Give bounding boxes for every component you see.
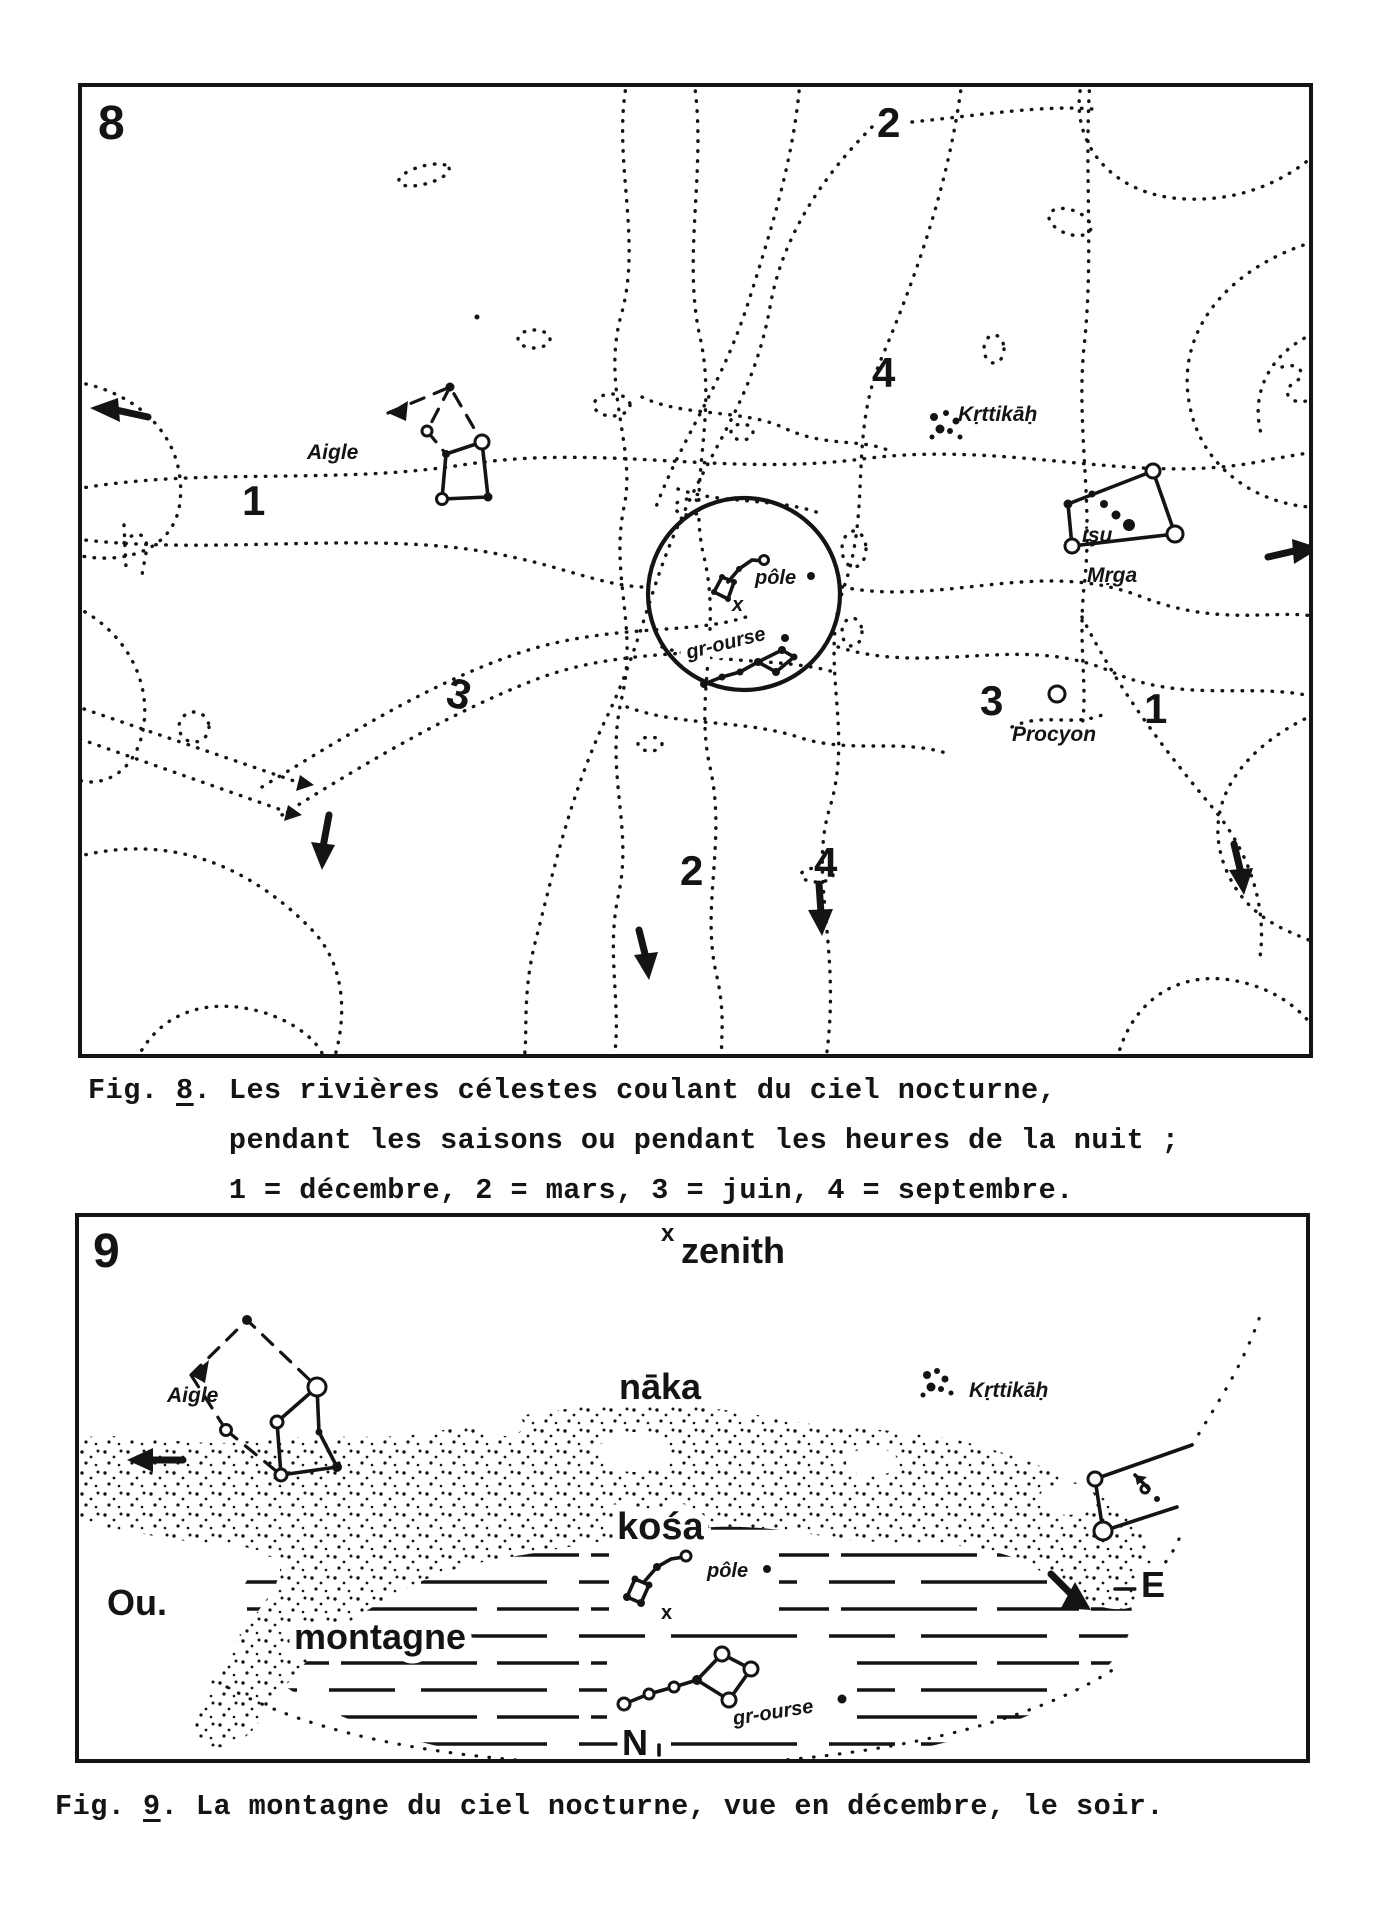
- star-label-isu: işu: [1082, 524, 1113, 547]
- star-label-krttikah: Kṛttikāḥ: [969, 1379, 1048, 1402]
- sky-label-montagne: montagne: [294, 1616, 466, 1657]
- flow-arrow-down-4-icon: [808, 880, 833, 936]
- band-dart2-icon: [284, 805, 302, 821]
- figure8-caption-line3: 1 = décembre, 2 = mars, 3 = juin, 4 = se…: [228, 1174, 1074, 1207]
- figure9-caption: Fig. 9. La montagne du ciel nocturne, vu…: [55, 1782, 1164, 1832]
- figure9-caption-label: Fig. 9.: [55, 1790, 196, 1823]
- river-label-4-upper: 4: [872, 349, 896, 396]
- milky-way-band: [79, 1404, 1155, 1748]
- figure8-drawing: 8 2 4 1 3 3 1 2 4 Aigle Kṛttikāḥ işu Mṛg…: [82, 87, 1309, 1054]
- flow-arrow-down-center-icon: [634, 926, 658, 980]
- figure8-frame: 8 2 4 1 3 3 1 2 4 Aigle Kṛttikāḥ işu Mṛg…: [78, 83, 1313, 1058]
- sky-label-west: Ou.: [107, 1582, 167, 1623]
- river-label-2-bottom: 2: [680, 847, 703, 894]
- river-label-2-top: 2: [877, 99, 900, 146]
- star-label-mrga: Mṛga: [1087, 564, 1137, 587]
- band-dart-icon: [296, 775, 314, 791]
- celestial-rivers: [82, 87, 1309, 1054]
- sky-label-kosa: kośa: [617, 1506, 704, 1548]
- river-label-1-left: 1: [242, 477, 265, 524]
- figure8-caption-number: 8: [176, 1074, 194, 1107]
- star-label-pole: pôle: [706, 1560, 748, 1582]
- grande-ourse-end-star: [837, 1694, 847, 1704]
- grande-ourse-asterism: [700, 634, 798, 688]
- star-label-aigle: Aigle: [166, 1384, 219, 1407]
- flow-arrow-down-left-icon: [311, 811, 335, 870]
- flow-arrow-down-right-icon: [1047, 1570, 1091, 1610]
- aigle-constellation: [386, 382, 493, 506]
- flow-arrow-left-icon: [90, 398, 152, 422]
- polar-circle: [645, 495, 843, 693]
- sky-label-naka: nāka: [619, 1366, 702, 1407]
- figure8-caption-line1: Les rivières célestes coulant du ciel no…: [228, 1074, 1057, 1107]
- figure9-caption-text: La montagne du ciel nocturne, vue en déc…: [195, 1790, 1164, 1823]
- star-label-aigle: Aigle: [306, 441, 359, 464]
- petite-ourse-asterism: [711, 554, 770, 602]
- procyon-star: [1047, 684, 1067, 704]
- river-label-1-right: 1: [1144, 685, 1167, 732]
- pole-star-dot: [763, 1565, 771, 1573]
- figure9-frame: 9 x zenith Aigle nāka Kṛttikāḥ kośa pôle…: [75, 1213, 1310, 1763]
- figure9-drawing: 9 x zenith Aigle nāka Kṛttikāḥ kośa pôle…: [79, 1220, 1263, 1759]
- pole-x-mark: x: [661, 1602, 672, 1624]
- figure8-caption: Fig. 8. Les rivières célestes coulant du…: [88, 1066, 1179, 1216]
- sky-label-east: E: [1141, 1564, 1165, 1605]
- river-label-3-center: 3: [442, 668, 476, 719]
- star-label-krttikah: Kṛttikāḥ: [958, 403, 1037, 426]
- isu-mrga-rising: [1086, 1311, 1263, 1589]
- figure8-number: 8: [98, 97, 125, 150]
- star-label-pole: pôle: [754, 567, 796, 589]
- flow-arrow-down-right-icon: [1229, 840, 1253, 895]
- flow-arrow-right-icon: [1264, 539, 1309, 564]
- figure9-caption-lines: La montagne du ciel nocturne, vue en déc…: [196, 1782, 1164, 1832]
- krttikah-cluster: [920, 1368, 954, 1398]
- river-islands: [177, 162, 1093, 884]
- flow-arrow-left-icon: [127, 1448, 187, 1472]
- sky-label-north: N: [622, 1722, 648, 1759]
- pole-star-dot: [807, 572, 815, 580]
- river-label-3-right: 3: [980, 677, 1003, 724]
- krttikah-cluster: [929, 410, 963, 440]
- figure8-caption-label: Fig. 8.: [88, 1074, 229, 1107]
- aigle-constellation: [189, 1315, 342, 1483]
- grande-ourse-asterism: [607, 1645, 857, 1725]
- river-label-4-bottom: 4: [814, 839, 838, 886]
- petite-ourse-asterism: [609, 1547, 779, 1627]
- pole-x-mark: x: [731, 594, 744, 616]
- star-label-procyon: Procyon: [1012, 723, 1096, 746]
- figure8-caption-lines: Les rivières célestes coulant du ciel no…: [229, 1066, 1180, 1216]
- sky-label-zenith: zenith: [681, 1230, 785, 1271]
- zenith-x-mark: x: [661, 1220, 675, 1247]
- flow-arrows: [90, 398, 1309, 980]
- isu-mrga-constellation: [1063, 462, 1185, 555]
- figure9-number: 9: [93, 1225, 120, 1278]
- star-label-grande-ourse: gr-ourse: [683, 623, 768, 664]
- figure8-caption-line2: pendant les saisons ou pendant les heure…: [228, 1124, 1180, 1157]
- figure9-caption-number: 9: [143, 1790, 161, 1823]
